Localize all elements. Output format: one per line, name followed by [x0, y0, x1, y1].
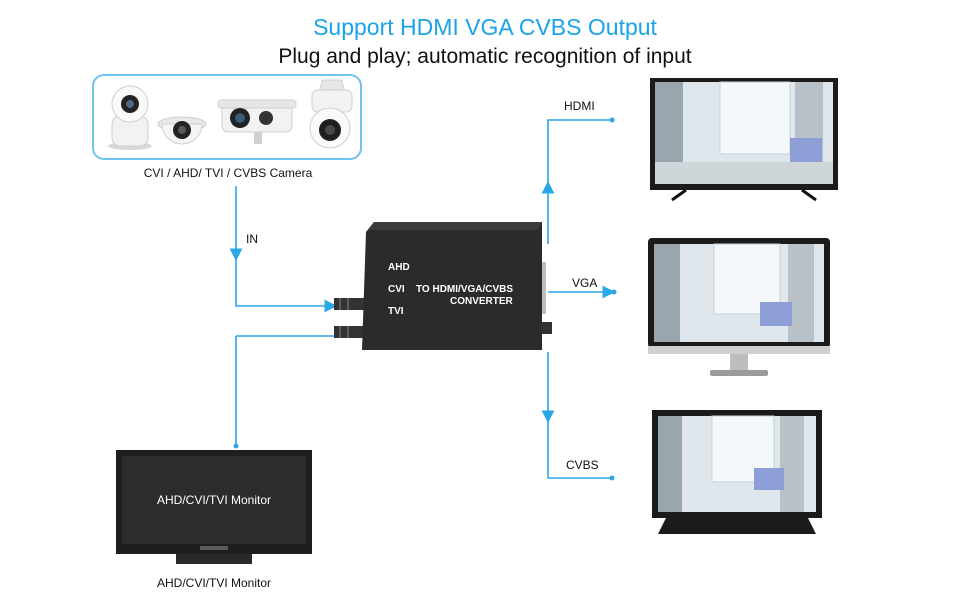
page-title: Support HDMI VGA CVBS Output [313, 14, 657, 40]
bullet-camera-icon [217, 99, 297, 144]
camera-caption: CVI / AHD/ TVI / CVBS Camera [143, 166, 313, 180]
indoor-ptz-camera-icon [108, 85, 152, 150]
camera-icons [108, 79, 353, 150]
hdmi-line [541, 117, 615, 244]
ahd-monitor-screen-text: AHD/CVI/TVI Monitor [122, 456, 306, 544]
hdmi-label: HDMI [564, 99, 595, 113]
bnc-connectors-left [334, 298, 368, 338]
dome-camera-icon [157, 116, 207, 145]
ahd-monitor-stand [176, 554, 252, 564]
hdmi-tv-display [650, 78, 838, 202]
converter-label-tvi: TVI [388, 306, 404, 317]
vga-monitor-display [648, 238, 830, 376]
camera-group-panel [92, 74, 362, 160]
converter-label-to: TO HDMI/VGA/CVBS [416, 284, 513, 295]
converter-label-cvi: CVI [388, 284, 405, 295]
ahd-monitor-caption: AHD/CVI/TVI Monitor [156, 576, 272, 590]
in-label: IN [246, 232, 258, 246]
vga-label: VGA [572, 276, 598, 290]
converter-label-converter: CONVERTER [450, 296, 514, 307]
monitor-line [233, 335, 334, 449]
cvbs-line [541, 352, 615, 481]
input-line [229, 186, 338, 313]
ahd-monitor: AHD/CVI/TVI Monitor [116, 450, 312, 554]
converter-label-ahd: AHD [388, 262, 410, 273]
converter-device: AHD CVI TO HDMI/VGA/CVBS CONVERTER TVI [334, 222, 552, 350]
cvbs-tv-display [652, 410, 822, 534]
speed-dome-camera-icon [309, 79, 353, 149]
cvbs-label: CVBS [566, 458, 599, 472]
vga-line [548, 285, 617, 299]
monitor-indicator [200, 546, 228, 550]
page-subtitle: Plug and play; automatic recognition of … [278, 45, 692, 68]
